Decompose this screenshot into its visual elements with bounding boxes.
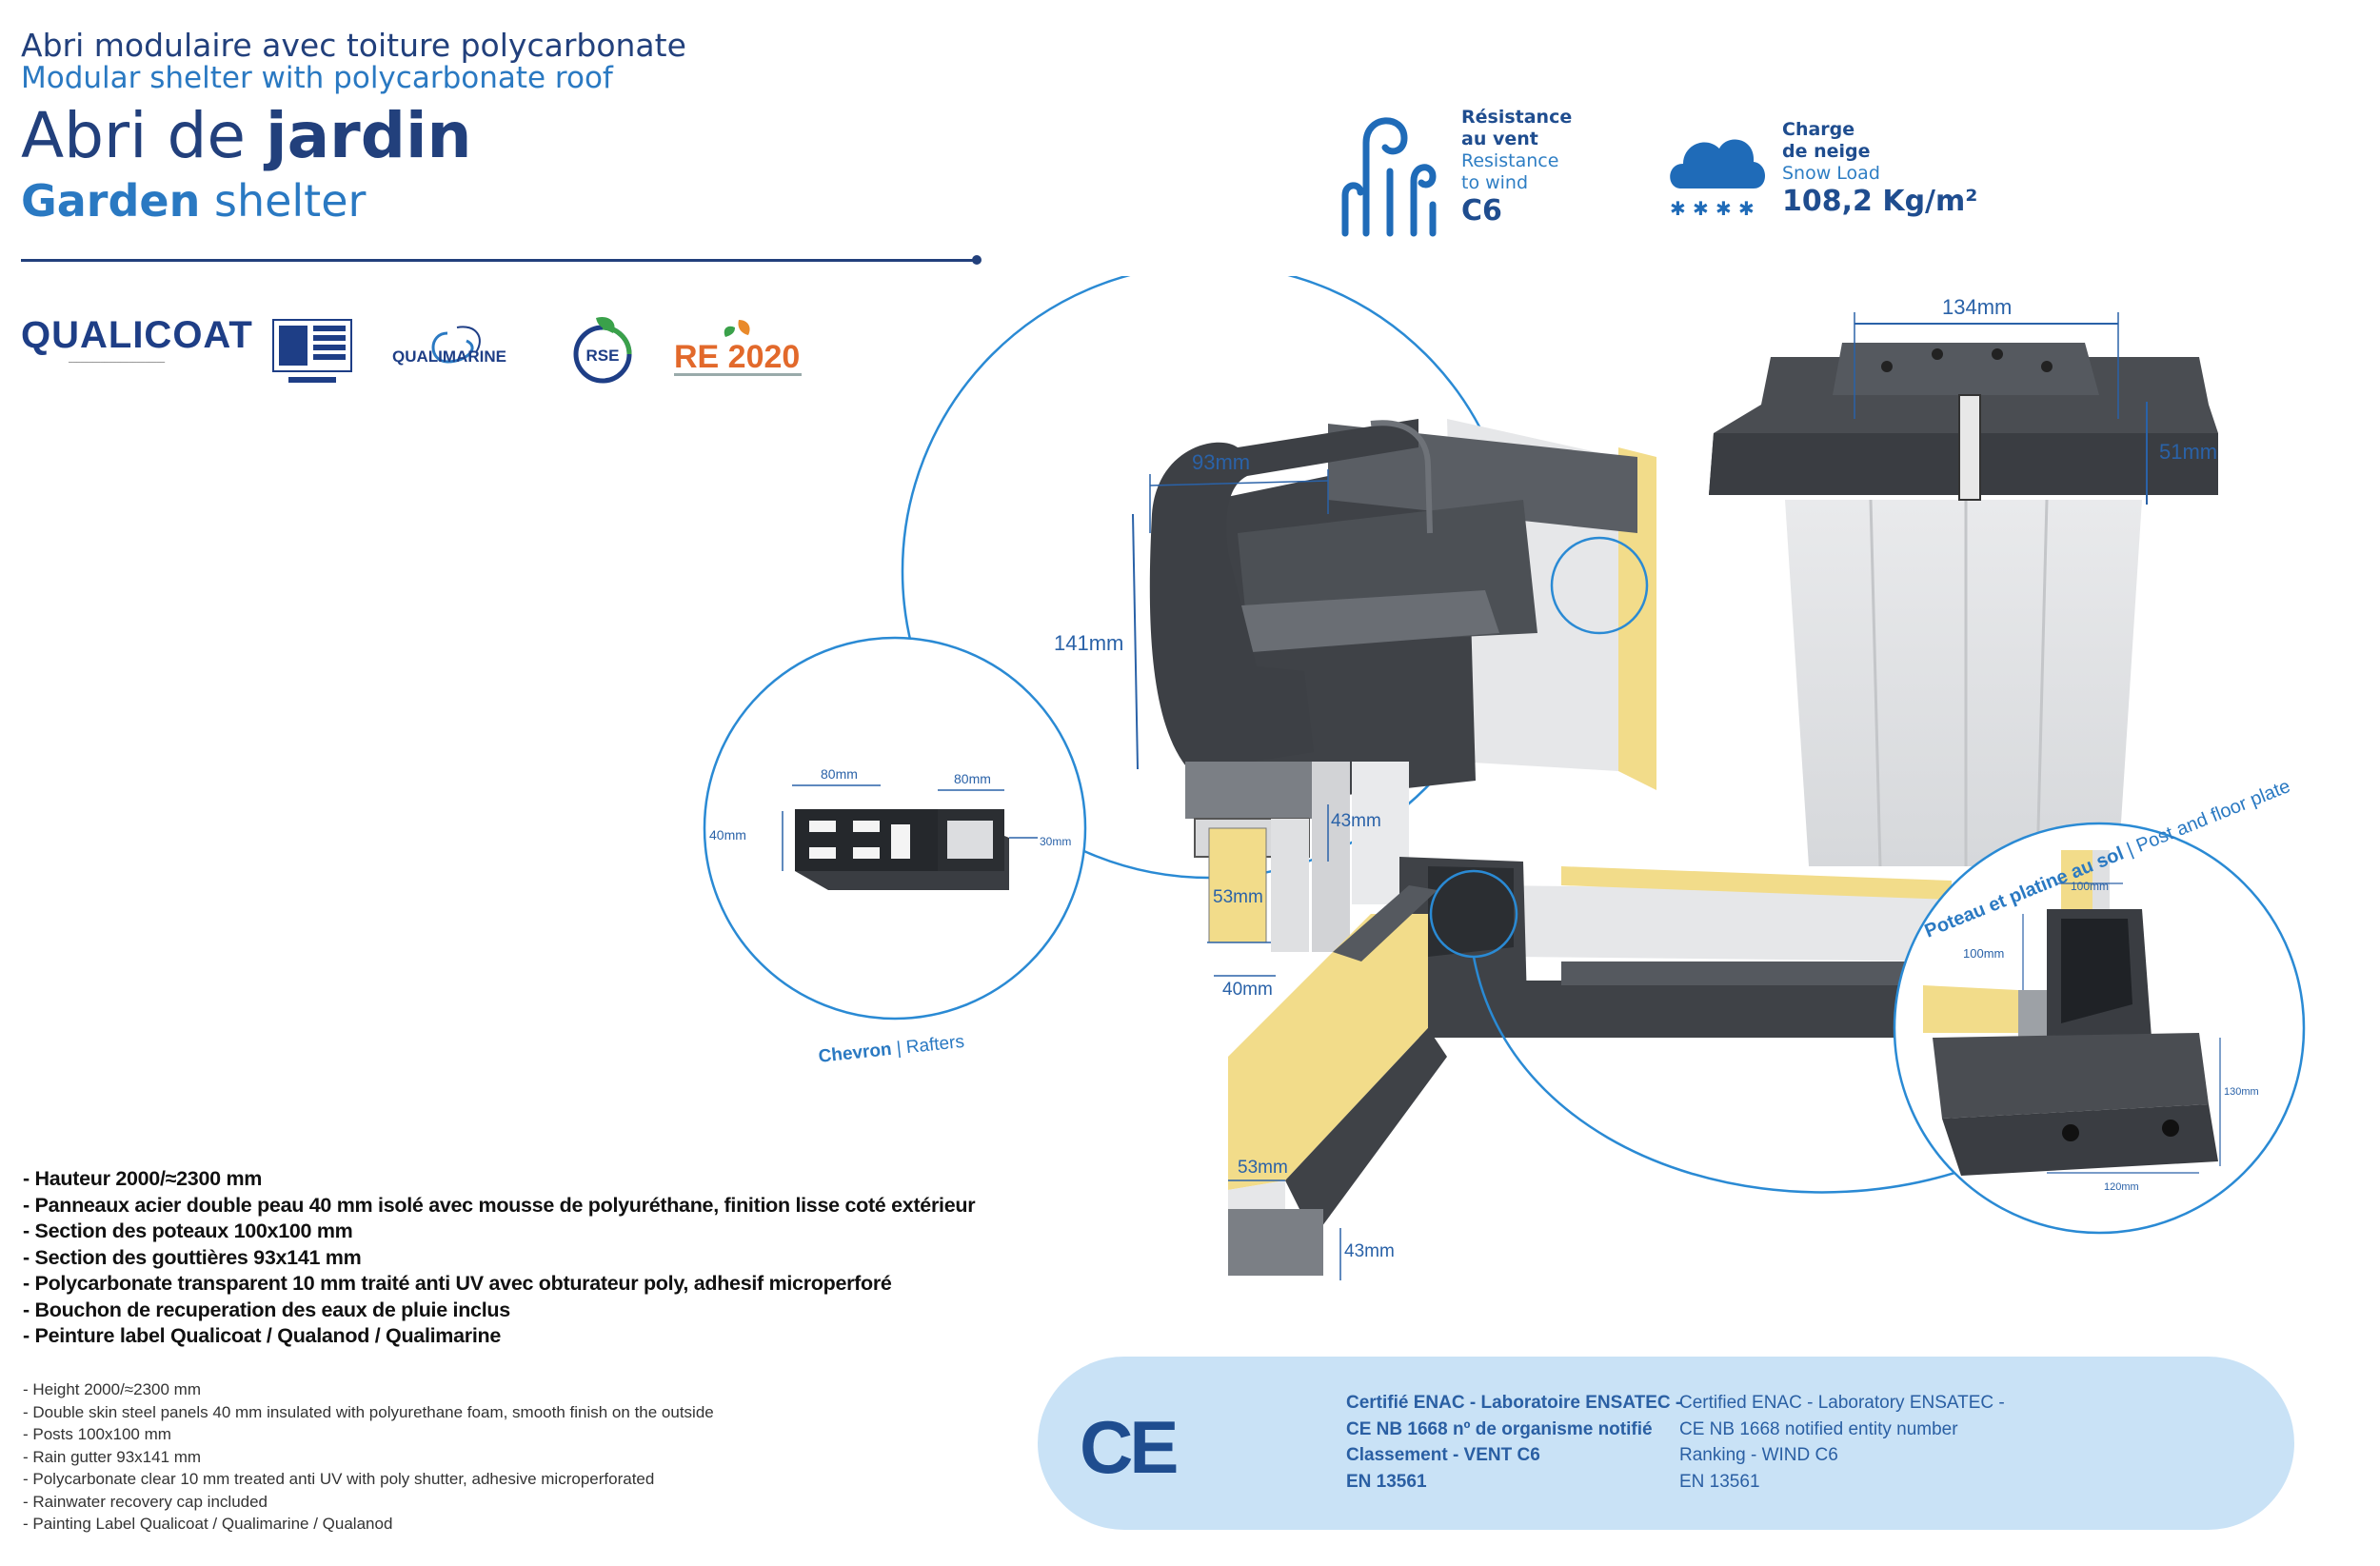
features-list-fr: - Hauteur 2000/≈2300 mm - Panneaux acier… <box>23 1166 976 1350</box>
header-divider <box>21 259 978 262</box>
re2020-logo-text: RE 2020 <box>674 339 800 375</box>
cert-line: Ranking - WIND C6 <box>1679 1445 1838 1465</box>
ce-mark: CE <box>1080 1405 1179 1489</box>
qualicoat-logo-text: QUALICOAT <box>21 314 253 356</box>
svg-text:✱: ✱ <box>1738 197 1755 220</box>
title-fr-light: Abri de <box>21 99 266 172</box>
list-item: - Double skin steel panels 40 mm insulat… <box>23 1402 714 1421</box>
list-item: - Section des poteaux 100x100 mm <box>23 1219 353 1242</box>
certification-banner <box>1038 1357 2294 1530</box>
list-item: - Posts 100x100 mm <box>23 1425 171 1443</box>
list-item: - Rainwater recovery cap included <box>23 1492 268 1511</box>
list-item: - Rain gutter 93x141 mm <box>23 1447 202 1466</box>
qualimarine-logo-text: QUALIMARINE <box>392 347 506 366</box>
dim-panel-e: 43mm <box>1344 1241 1395 1261</box>
title-en-light: shelter <box>200 175 367 227</box>
qualimarine-logo: QUALIMARINE <box>390 314 533 400</box>
wind-label-fr-2: au vent <box>1461 129 1538 149</box>
cert-line: CE NB 1668 notified entity number <box>1679 1418 1958 1439</box>
cert-line: EN 13561 <box>1346 1471 1427 1492</box>
snow-label-fr-1: Charge <box>1782 119 1855 140</box>
snow-value: 108,2 Kg/m² <box>1782 185 1978 218</box>
page-title-fr: Abri de jardin <box>21 105 472 168</box>
cert-line: Certifié ENAC - Laboratoire ENSATEC - <box>1346 1393 1682 1413</box>
snow-label-fr-2: de neige <box>1782 141 1871 162</box>
wind-icon <box>1338 105 1442 242</box>
snow-label-en: Snow Load <box>1782 163 1880 184</box>
dim-gutter-width: 93mm <box>1192 450 1250 474</box>
wind-label-en-2: to wind <box>1461 172 1529 193</box>
dim-panel-d: 53mm <box>1238 1158 1288 1178</box>
subtitle-en: Modular shelter with polycarbonate roof <box>21 61 613 95</box>
dim-plate-w: 120mm <box>2104 1181 2139 1193</box>
post-plate-drawing: 100mm 100mm 130mm 120mm <box>1923 850 2259 1193</box>
list-item: - Height 2000/≈2300 mm <box>23 1380 201 1398</box>
dim-post-side: 100mm <box>1963 946 2004 961</box>
certification-text-fr: Certifié ENAC - Laboratoire ENSATEC - CE… <box>1346 1390 1681 1495</box>
subtitle-fr: Abri modulaire avec toiture polycarbonat… <box>21 27 686 64</box>
list-item: - Polycarbonate transparent 10 mm traité… <box>23 1272 892 1295</box>
list-item: - Polycarbonate clear 10 mm treated anti… <box>23 1470 655 1488</box>
list-item: - Painting Label Qualicoat / Qualimarine… <box>23 1515 393 1533</box>
qualicoat-fine-print: ──────────────────────── <box>69 359 166 367</box>
roof-connector-drawing: 134mm 51mm <box>1709 295 2218 867</box>
rafters-callout-fr: Chevron <box>818 1040 893 1067</box>
qualicoat-logo: QUALICOAT ──────────────────────── <box>21 314 252 400</box>
list-item: - Bouchon de recuperation des eaux de pl… <box>23 1298 510 1321</box>
wind-label-fr-1: Résistance <box>1461 107 1573 128</box>
list-item: - Section des gouttières 93x141 mm <box>23 1245 362 1269</box>
dim-post-top: 100mm <box>2071 880 2109 893</box>
cert-line: EN 13561 <box>1679 1471 1760 1492</box>
title-en-bold: Garden <box>21 175 201 227</box>
dim-rafter-h: 40mm <box>709 827 746 842</box>
header-divider-dot <box>972 255 982 265</box>
product-illustration: 134mm 51mm 93mm 141mm 53mm 43mm 40mm <box>695 263 2351 1318</box>
dim-panel-b: 43mm <box>1331 811 1381 831</box>
rse-logo-text: RSE <box>586 347 620 365</box>
cert-line: CE NB 1668 nº de organisme notifié <box>1346 1418 1653 1439</box>
post-callout-en: Post and floor plate <box>2133 776 2293 857</box>
floor-frame-drawing: 53mm 43mm <box>1228 857 2010 1280</box>
features-list-en: - Height 2000/≈2300 mm - Double skin ste… <box>23 1378 714 1536</box>
svg-text:✱: ✱ <box>1670 197 1686 220</box>
dim-top-width: 134mm <box>1942 295 2012 319</box>
certification-text-en: Certified ENAC - Laboratory ENSATEC - CE… <box>1679 1390 2005 1495</box>
cert-line: Certified ENAC - Laboratory ENSATEC - <box>1679 1393 2005 1413</box>
rafters-callout-en: Rafters <box>905 1032 965 1058</box>
svg-text:✱: ✱ <box>1716 197 1732 220</box>
wind-resistance-spec: Résistance au vent Resistance to wind C6 <box>1461 107 1573 228</box>
dim-plate-h: 130mm <box>2224 1086 2259 1098</box>
dim-rafter-w1: 80mm <box>821 766 858 782</box>
dim-gutter-height: 141mm <box>1054 631 1123 655</box>
polycarbonate-panel <box>1785 500 2142 866</box>
dim-panel-c: 40mm <box>1222 980 1273 1000</box>
dim-panel-a: 53mm <box>1213 887 1263 907</box>
wind-label-en-1: Resistance <box>1461 150 1559 171</box>
dim-rafter-small: 30mm <box>1040 835 1071 848</box>
rafters-callout: Chevron | Rafters <box>818 1032 965 1067</box>
qualanod-logo <box>269 314 355 400</box>
svg-text:✱: ✱ <box>1693 197 1709 220</box>
list-item: - Panneaux acier double peau 40 mm isolé… <box>23 1193 976 1217</box>
dim-top-height: 51mm <box>2159 440 2217 464</box>
snow-cloud-icon: ✱ ✱ ✱ ✱ <box>1664 122 1769 230</box>
page-title-en: Garden shelter <box>21 179 366 223</box>
cert-line: Classement - VENT C6 <box>1346 1445 1540 1465</box>
re2020-logo: RE 2020 <box>672 314 805 400</box>
list-item: - Hauteur 2000/≈2300 mm <box>23 1167 263 1190</box>
rafter-profile-drawing: 80mm 80mm 40mm 30mm <box>709 766 1071 890</box>
dim-rafter-w2: 80mm <box>954 771 991 786</box>
gutter-profile-drawing: 93mm 141mm 53mm 43mm 40mm <box>1054 419 1656 1000</box>
rse-logo: RSE <box>569 314 636 400</box>
wind-value: C6 <box>1461 194 1502 228</box>
list-item: - Peinture label Qualicoat / Qualanod / … <box>23 1324 502 1347</box>
title-fr-bold: jardin <box>265 99 472 172</box>
snow-load-spec: Charge de neige Snow Load 108,2 Kg/m² <box>1782 119 1978 218</box>
